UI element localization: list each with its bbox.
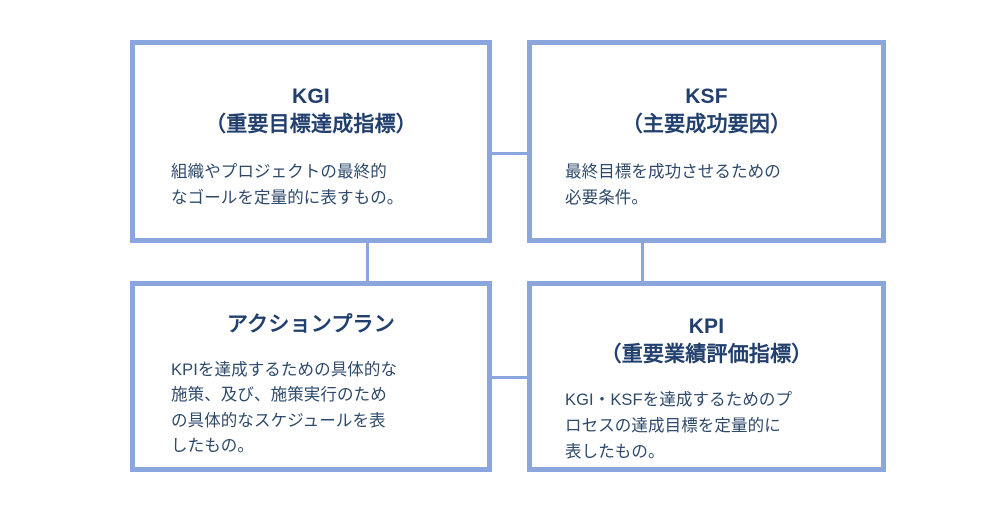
node-box-action-plan[interactable]: アクションプラン KPIを達成するための具体的な 施策、及び、施策実行のため の… — [130, 281, 492, 472]
node-title-action-plan: アクションプラン — [227, 313, 395, 336]
node-title-kpi: KPI （重要業績評価指標） — [600, 315, 813, 366]
connector-ksf-to-kpi — [641, 241, 644, 283]
node-box-kgi[interactable]: KGI （重要目標達成指標） 組織やプロジェクトの最終的 なゴールを定量的に表す… — [130, 40, 492, 243]
node-box-ksf[interactable]: KSF （主要成功要因） 最終目標を成功させるための 必要条件。 — [527, 40, 886, 243]
node-description-ksf: 最終目標を成功させるための 必要条件。 — [565, 163, 781, 207]
node-title-kgi: KGI （重要目標達成指標） — [205, 85, 417, 136]
node-title-ksf: KSF （主要成功要因） — [621, 85, 792, 136]
node-box-kpi[interactable]: KPI （重要業績評価指標） KGI・KSFを達成するためのプ ロセスの達成目標… — [527, 281, 886, 472]
node-description-action-plan: KPIを達成するための具体的な 施策、及び、施策実行のため の具体的なスケジュー… — [171, 360, 398, 456]
node-description-kgi: 組織やプロジェクトの最終的 なゴールを定量的に表すもの。 — [171, 163, 404, 207]
node-description-kpi: KGI・KSFを達成するためのプ ロセスの達成目標を定量的に 表したもの。 — [565, 391, 793, 461]
connector-kgi-to-ksf — [490, 152, 529, 155]
connector-action-plan-to-kpi — [490, 376, 529, 379]
connector-kgi-to-action-plan — [366, 241, 369, 283]
